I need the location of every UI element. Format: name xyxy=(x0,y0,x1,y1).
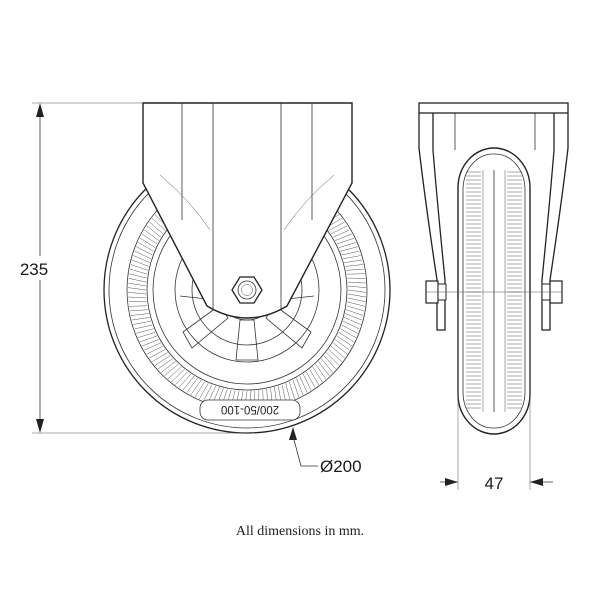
tyre-side-inner xyxy=(462,153,526,429)
height-dimension: 235 xyxy=(14,102,247,434)
tyre-marking-text: 200/50-100 xyxy=(221,403,279,415)
width-dimension: 47 xyxy=(440,300,553,493)
height-label: 235 xyxy=(20,260,48,279)
dimensions-caption: All dimensions in mm. xyxy=(235,524,365,539)
diameter-dimension: Ø200 xyxy=(289,427,362,476)
width-arrow-right xyxy=(530,478,543,486)
width-arrow-left xyxy=(445,478,458,486)
fork-leg-right xyxy=(541,113,569,331)
axle-nut xyxy=(231,276,263,304)
front-view: 200/50-100 xyxy=(103,102,391,434)
width-label: 47 xyxy=(485,474,504,493)
diameter-leader-line xyxy=(292,435,318,467)
height-arrow-bottom xyxy=(36,419,44,433)
axle-bolt xyxy=(241,284,253,296)
tyre-marking-badge xyxy=(199,399,301,421)
side-view xyxy=(418,102,569,435)
diameter-arrow xyxy=(289,427,297,440)
fork-shade-right xyxy=(283,174,335,231)
diameter-label: Ø200 xyxy=(320,457,362,476)
fork-leg-left xyxy=(418,113,446,331)
axle-nut-hole xyxy=(237,280,257,300)
fork-shade-left xyxy=(159,174,211,231)
top-plate xyxy=(418,102,569,114)
height-label-bg xyxy=(14,256,54,280)
height-arrow-top xyxy=(36,103,44,117)
tread-side-hatching xyxy=(466,171,522,409)
fork-bracket xyxy=(142,102,353,319)
